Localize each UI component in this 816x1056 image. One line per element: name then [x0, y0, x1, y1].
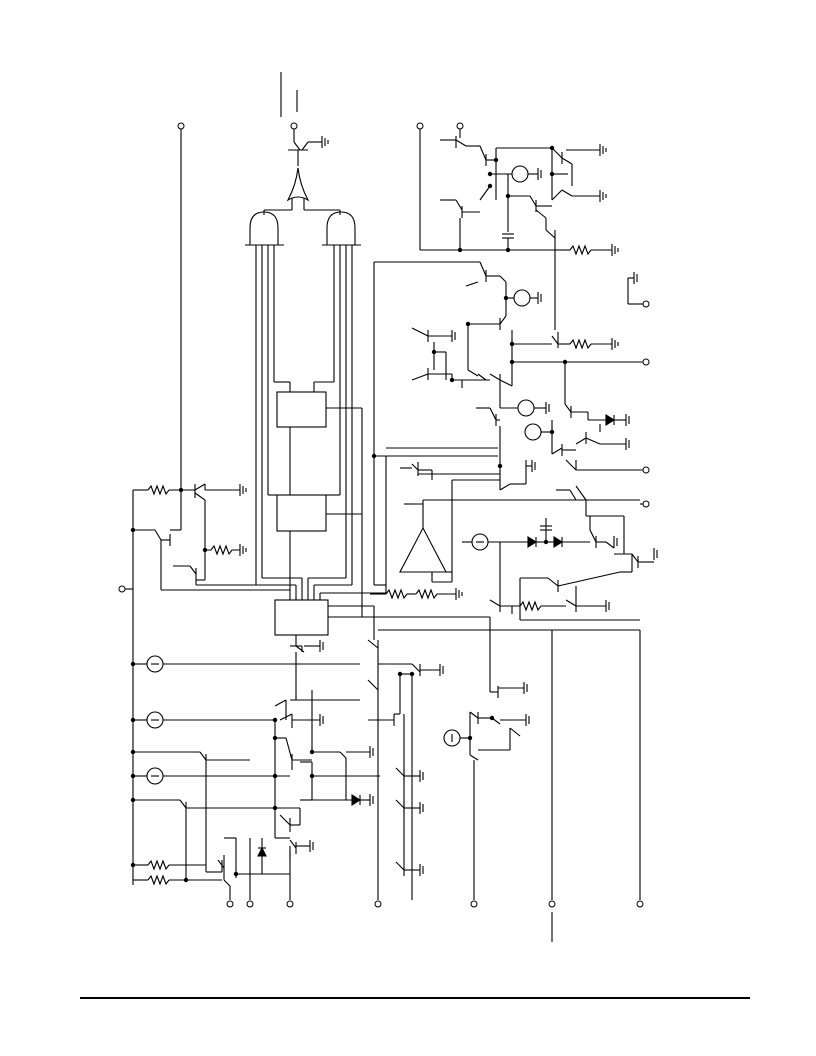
and-gate-right [322, 211, 361, 585]
right-bottom-pin [548, 630, 556, 942]
and-gate-left [245, 211, 284, 585]
output-transistor [288, 136, 329, 166]
logic-block-2 [268, 494, 362, 600]
op-amp [373, 262, 453, 593]
center-lower-transistors [395, 714, 424, 876]
mid-right-transistors [371, 447, 650, 508]
footer-rule [80, 997, 750, 999]
right-top-pins [416, 122, 555, 251]
right-top-transistors [440, 136, 556, 253]
right-rail-pin-1 [509, 358, 650, 366]
right-top-mirror [549, 144, 607, 202]
bottom-left-resistors [130, 859, 222, 886]
right-resistor-1 [555, 244, 619, 256]
op-amp-resistors [370, 588, 463, 600]
or-gate [263, 167, 341, 215]
center-cluster [272, 635, 380, 854]
output-pin-top [280, 72, 298, 142]
right-lower-cluster [443, 682, 530, 908]
interconnect-wires [206, 646, 303, 873]
left-transistor-pair [130, 490, 290, 885]
logic-block-1 [274, 381, 362, 495]
right-mid-cluster [374, 261, 552, 388]
diode-chain [462, 518, 590, 600]
current-source-3 [130, 767, 290, 785]
right-small-ground-pin [627, 272, 650, 308]
left-bias-network [133, 483, 247, 556]
right-mid-current-sources [476, 362, 650, 474]
left-supply-pin [118, 585, 133, 593]
right-lower-upper-cluster [556, 485, 658, 568]
right-bottom-transistors [489, 554, 640, 621]
current-source-1 [130, 655, 360, 673]
center-upper-transistors [362, 606, 644, 908]
bottom-left-pins [217, 837, 294, 908]
right-resistor-2 [551, 252, 619, 350]
logic-block-3 [256, 408, 386, 636]
current-source-2 [130, 711, 275, 729]
left-input-pin-top [177, 122, 185, 530]
left-lower-transistors [130, 749, 300, 880]
